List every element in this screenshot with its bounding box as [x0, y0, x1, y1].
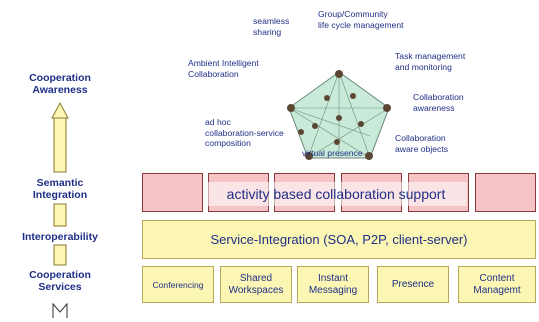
anno-ambient-intelligent: Ambient Intelligent Collaboration — [188, 58, 259, 79]
activity-block — [142, 173, 203, 212]
service-integration-bar: Service-Integration (SOA, P2P, client-se… — [142, 220, 536, 259]
collaboration-pentagon — [287, 70, 391, 160]
anno-virtual-presence: virtual presence — [302, 148, 363, 158]
level-cooperation-services: Cooperation Services — [29, 269, 91, 293]
service-box-conferencing: Conferencing — [142, 266, 214, 303]
level-interoperability: Interoperability — [22, 231, 98, 243]
level-cooperation-awareness: Cooperation Awareness — [29, 72, 91, 96]
anno-seamless-sharing: seamless sharing — [253, 16, 290, 37]
level-semantic-integration: Semantic Integration — [32, 177, 88, 201]
people-figures — [287, 70, 391, 160]
service-box-shared-workspaces: Shared Workspaces — [220, 266, 292, 303]
anno-task-management: Task management and monitoring — [395, 51, 466, 72]
service-box-content: Content Managemt — [458, 266, 536, 303]
anno-group-community: Group/Community life cycle management — [318, 9, 404, 30]
anno-aware-objects: Collaboration aware objects — [395, 133, 449, 154]
service-box-instant-messaging: Instant Messaging — [297, 266, 369, 303]
vertical-arrow — [51, 101, 69, 318]
activity-banner: activity based collaboration support — [205, 182, 467, 206]
activity-block — [475, 173, 536, 212]
service-box-presence: Presence — [377, 266, 449, 303]
anno-collaboration-awareness: Collaboration awareness — [413, 92, 464, 113]
anno-adhoc-composition: ad hoc collaboration-service composition — [205, 117, 284, 148]
